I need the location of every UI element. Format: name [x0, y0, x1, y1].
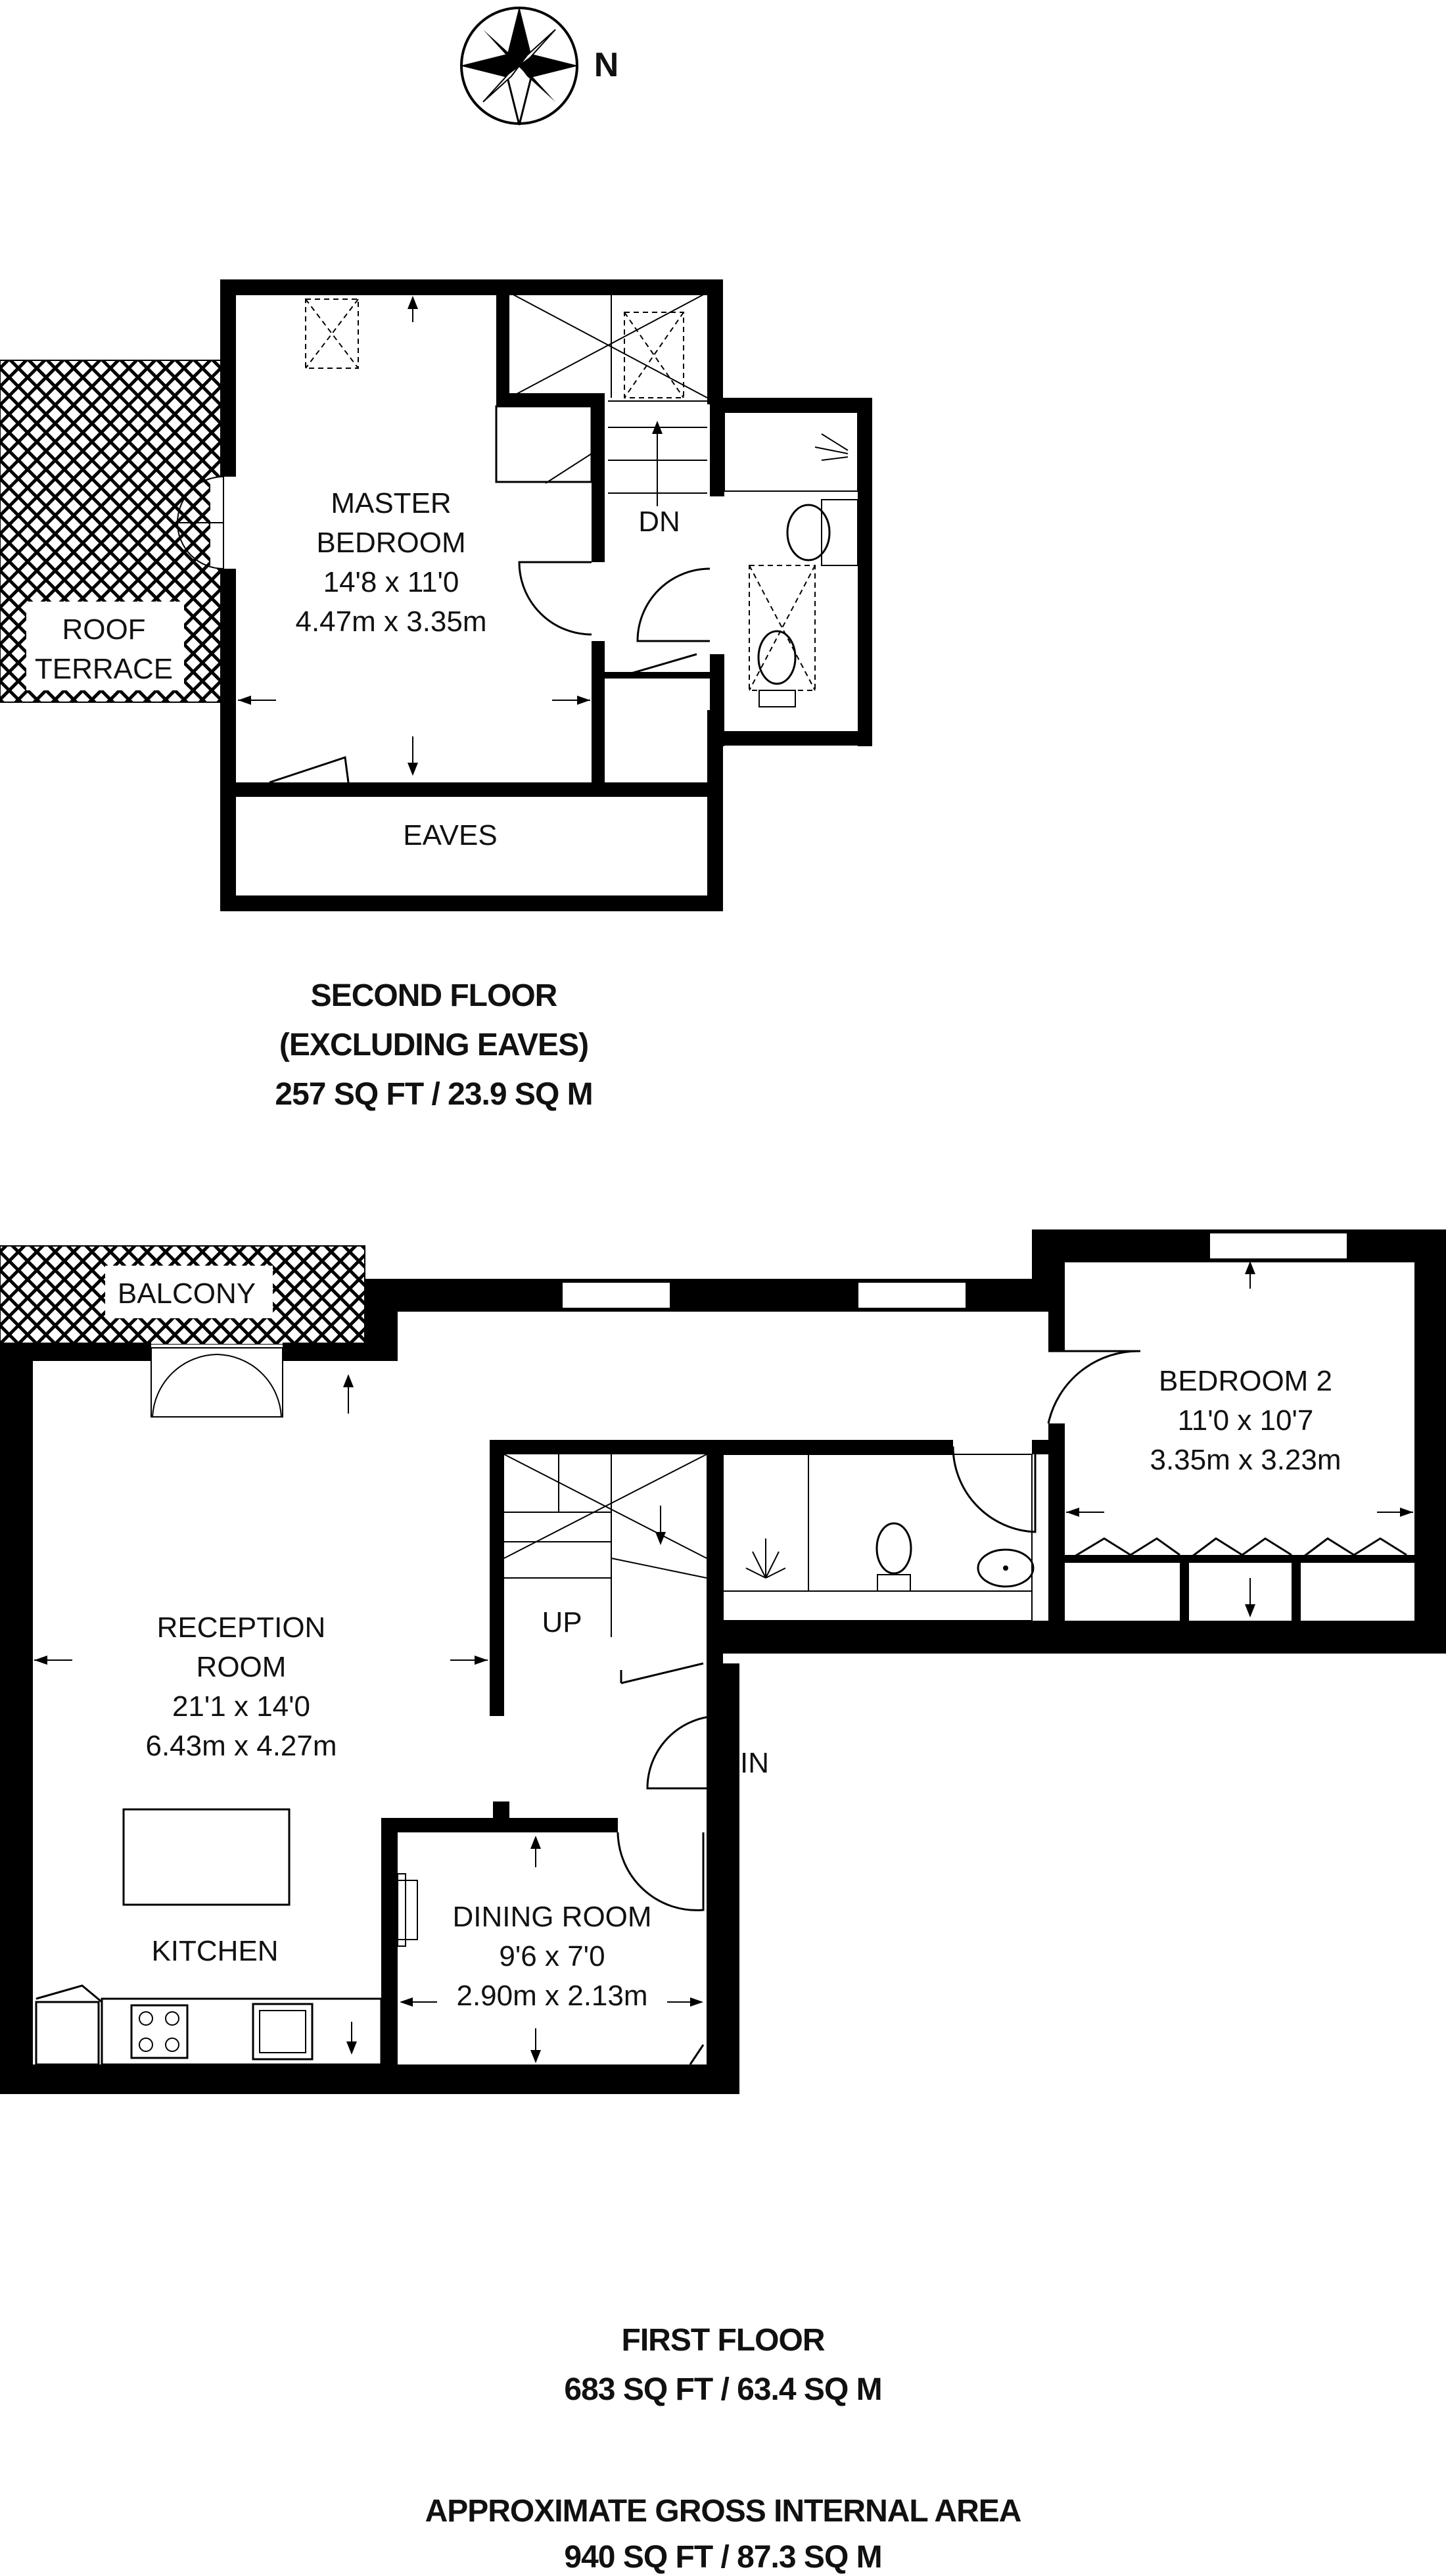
- dimension-arrows-bedroom2: [1066, 1261, 1413, 1617]
- first-floor-stairs-label: UP: [542, 1606, 582, 1638]
- north-label: N: [594, 46, 618, 84]
- balcony-label: BALCONY: [118, 1277, 256, 1310]
- french-doors-master: [176, 476, 246, 569]
- reception-room-size-imperial: 21'1 x 14'0: [172, 1690, 310, 1723]
- master-bedroom-size-metric: 4.47m x 3.35m: [295, 606, 486, 638]
- entrance-label: IN: [740, 1747, 769, 1779]
- compass-icon: [460, 7, 578, 126]
- roof-terrace-label-line1: ROOF: [62, 613, 145, 646]
- second-floor-caption-line2: (EXCLUDING EAVES): [279, 1028, 588, 1062]
- bedroom2-size-metric: 3.35m x 3.23m: [1150, 1444, 1341, 1476]
- first-floor-caption-line1: FIRST FLOOR: [622, 2323, 825, 2358]
- total-area-caption-line2: 940 SQ FT / 87.3 SQ M: [564, 2540, 881, 2575]
- master-bedroom-size-imperial: 14'8 x 11'0: [323, 566, 459, 598]
- master-bedroom-name-line1: MASTER: [331, 487, 451, 519]
- reception-room-name-line1: RECEPTION: [157, 1611, 326, 1644]
- dining-room-size-metric: 2.90m x 2.13m: [456, 1980, 647, 2012]
- bedroom2-size-imperial: 11'0 x 10'7: [1178, 1404, 1314, 1437]
- reception-room-name-line2: ROOM: [197, 1651, 287, 1683]
- dining-room-name: DINING ROOM: [452, 1901, 651, 1933]
- dining-fixtures: [397, 1832, 705, 2065]
- second-floor-caption-line1: SECOND FLOOR: [311, 978, 557, 1013]
- master-bedroom-name-line2: BEDROOM: [316, 527, 465, 559]
- bathroom-fixtures-first-floor: [722, 1454, 1035, 1621]
- dimension-arrows-reception: [34, 1374, 488, 1665]
- kitchen-island: [122, 1808, 291, 1906]
- kitchen-counter: [101, 1997, 383, 2066]
- skylight: [305, 298, 359, 369]
- first-floor-walls: [0, 1229, 1446, 2094]
- dining-room-size-imperial: 9'6 x 7'0: [499, 1940, 605, 1972]
- kitchen-label: KITCHEN: [151, 1935, 278, 1967]
- roof-terrace: [0, 360, 224, 703]
- first-floor-caption-line2: 683 SQ FT / 63.4 SQ M: [564, 2372, 881, 2407]
- stairs-first-floor: [503, 1454, 707, 1637]
- total-area-caption-line1: APPROXIMATE GROSS INTERNAL AREA: [425, 2494, 1021, 2529]
- second-floor-stairs-label: DN: [638, 506, 680, 538]
- second-floor-caption-line3: 257 SQ FT / 23.9 SQ M: [275, 1077, 592, 1112]
- stairs-second-floor: [509, 292, 708, 506]
- bedroom2-name: BEDROOM 2: [1159, 1365, 1332, 1397]
- french-doors-balcony: [151, 1345, 283, 1418]
- dimension-arrows-master: [238, 296, 590, 776]
- second-floor-walls: [220, 279, 872, 911]
- roof-terrace-label-line2: TERRACE: [35, 653, 173, 685]
- reception-room-size-metric: 6.43m x 4.27m: [145, 1730, 337, 1762]
- eaves-label: EAVES: [403, 819, 497, 851]
- bathroom-fixtures-second-floor: [724, 412, 858, 707]
